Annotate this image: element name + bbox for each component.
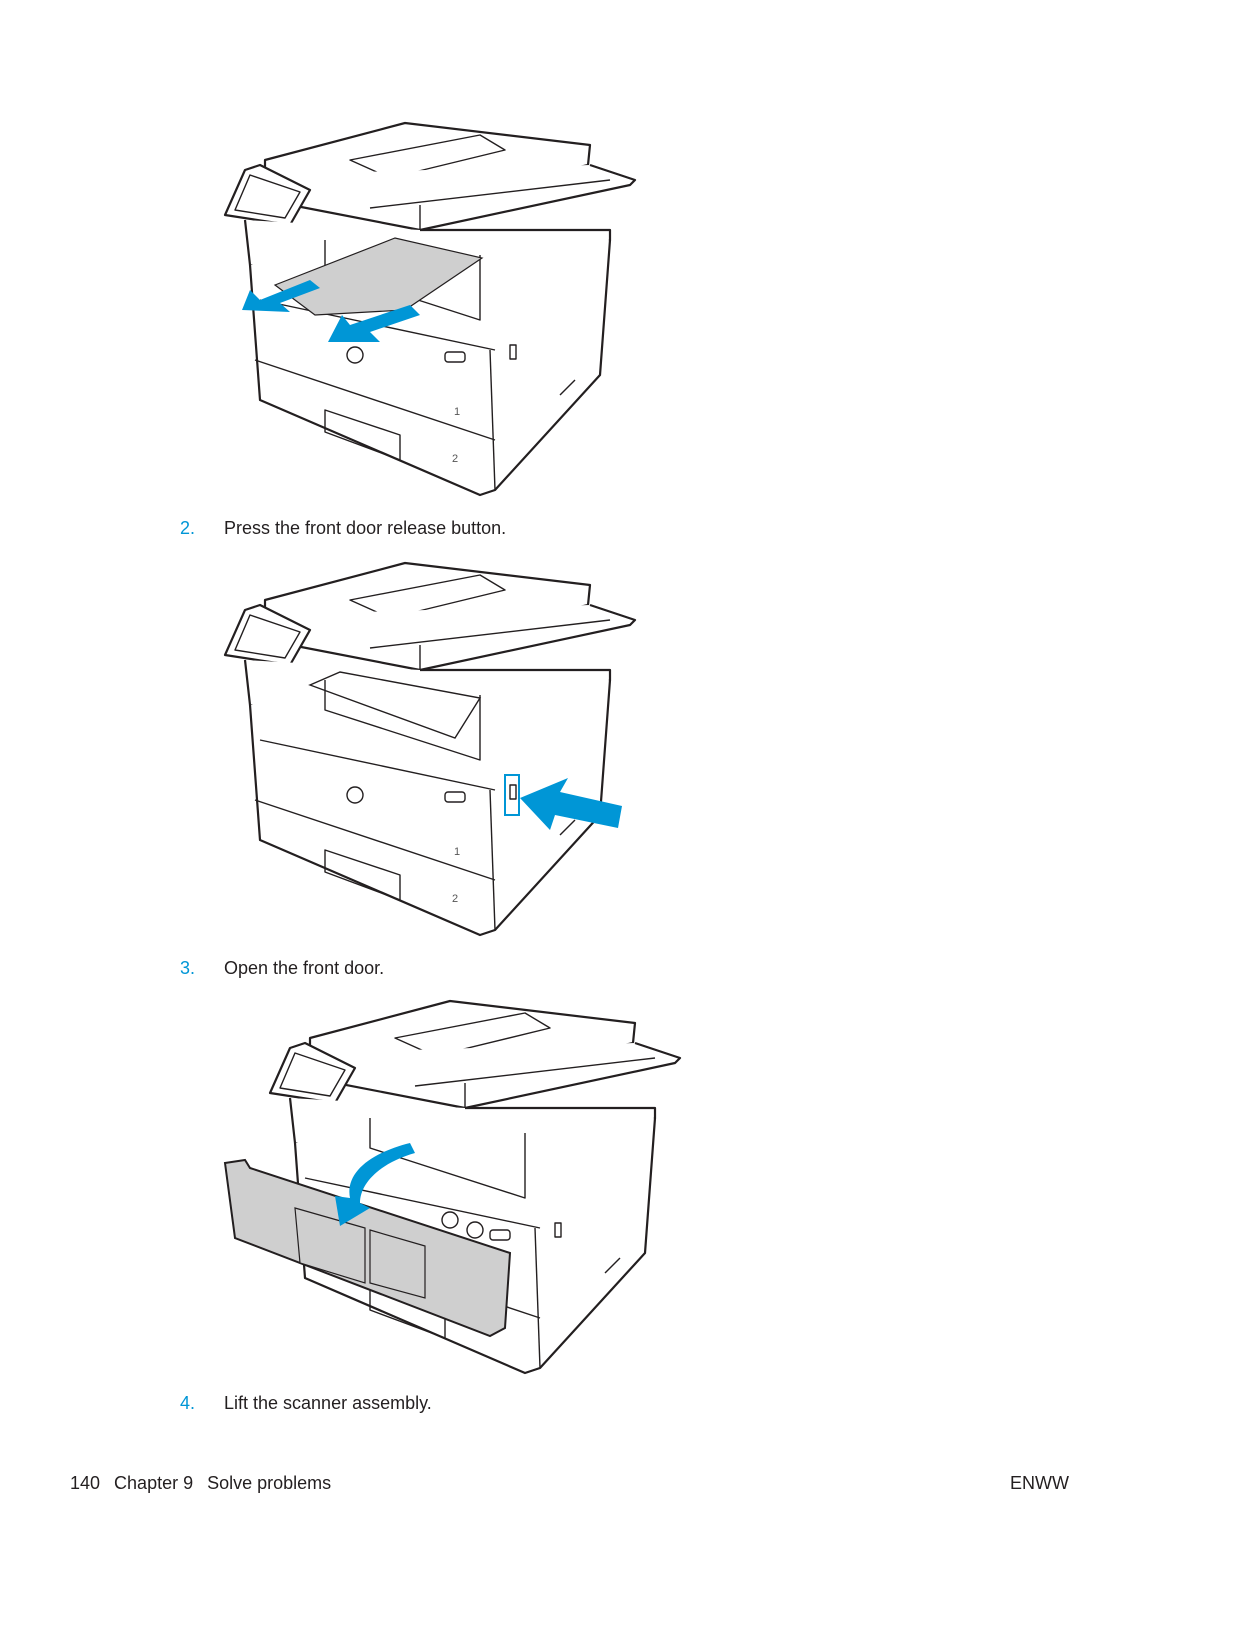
open-front-door xyxy=(223,1158,512,1338)
step-number: 2. xyxy=(180,518,196,538)
step-text: Press the front door release button. xyxy=(224,518,507,538)
locale-label: ENWW xyxy=(1010,1473,1069,1493)
step-text: Open the front door. xyxy=(224,958,385,978)
door-release-highlight xyxy=(504,774,520,816)
step-2: 2. Press the front door release button. xyxy=(180,518,506,539)
printer-paper-removal-illustration: 1 2 xyxy=(223,121,637,497)
tray-label: 2 xyxy=(452,453,458,465)
step-number: 3. xyxy=(180,958,196,978)
step-number: 4. xyxy=(180,1393,196,1413)
step-4: 4. Lift the scanner assembly. xyxy=(180,1393,432,1414)
tray-label: 1 xyxy=(454,406,460,418)
arrow-icon xyxy=(242,280,320,312)
page-footer: 140 Chapter 9 Solve problems xyxy=(70,1473,345,1494)
section-label: Solve problems xyxy=(207,1473,332,1493)
tray-label: 1 xyxy=(454,846,460,858)
step-text: Lift the scanner assembly. xyxy=(224,1393,432,1413)
arrow-icon xyxy=(328,305,420,342)
printer-front-door-open-illustration xyxy=(223,999,682,1375)
arrow-icon xyxy=(520,778,622,830)
tray-label: 2 xyxy=(452,893,458,905)
page-number: 140 xyxy=(70,1473,101,1493)
arrow-icon xyxy=(335,1143,415,1226)
jammed-paper xyxy=(273,237,484,316)
step-3: 3. Open the front door. xyxy=(180,958,384,979)
chapter-label: Chapter 9 xyxy=(114,1473,194,1493)
printer-door-release-illustration: 1 2 xyxy=(223,561,637,937)
